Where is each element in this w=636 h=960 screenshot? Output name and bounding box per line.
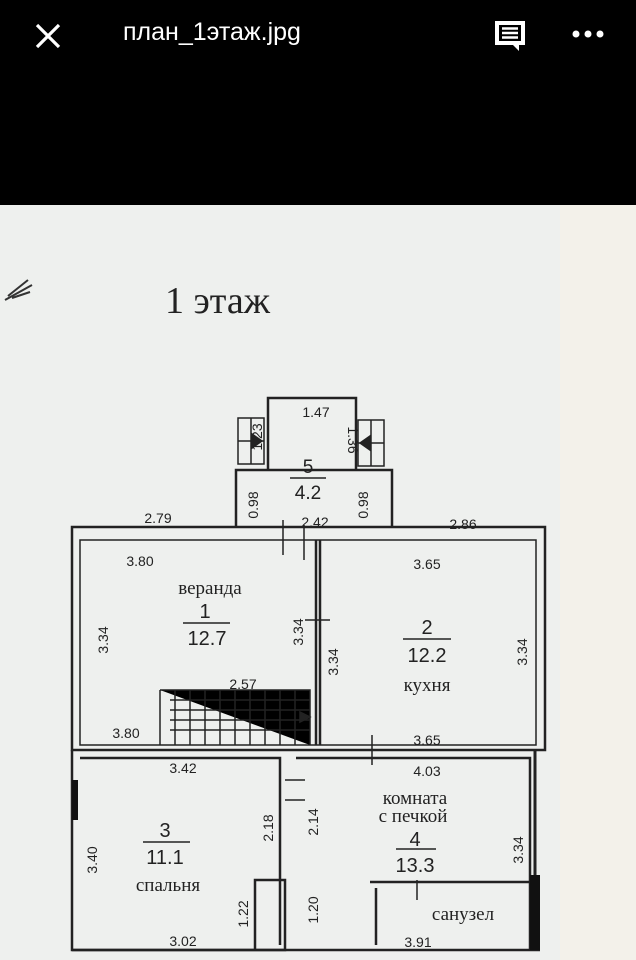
stairs — [159, 689, 312, 745]
dimension: 4.03 — [413, 763, 440, 779]
dimension: 3.80 — [126, 553, 153, 569]
dimension: 3.34 — [510, 836, 526, 863]
room-number: 5 — [303, 457, 314, 478]
dimension: 3.34 — [514, 638, 530, 665]
room-area: 12.7 — [188, 628, 227, 650]
porch-stairs — [237, 417, 385, 467]
dimension: 2.79 — [144, 510, 171, 526]
room-number: 3 — [159, 820, 170, 842]
dimension: 3.91 — [404, 934, 431, 950]
dimension: 3.65 — [413, 556, 440, 572]
room-number: 2 — [421, 617, 432, 639]
dimension: 1.47 — [302, 404, 329, 420]
file-title: план_1этаж.jpg — [123, 18, 301, 46]
more-horizontal-icon[interactable] — [570, 22, 606, 46]
dimension: 3.34 — [290, 618, 306, 645]
room-name: веранда — [178, 578, 242, 599]
dimension: 3.02 — [169, 933, 196, 949]
dimension: 3.42 — [169, 760, 196, 776]
dimension: 1.20 — [305, 896, 321, 923]
viewer-toolbar: план_1этаж.jpg — [0, 0, 636, 205]
dimension: 1.22 — [235, 900, 251, 927]
room-name: санузел — [432, 904, 495, 925]
dimension: 3.34 — [95, 626, 111, 653]
dimension: 2.57 — [229, 676, 256, 692]
plan-heading: 1 этаж — [165, 280, 271, 322]
dimension: 3.80 — [112, 725, 139, 741]
close-icon[interactable] — [32, 20, 64, 52]
floor-plan-image: 1 этаж 1.47 1.23 1.36 0.98 0.98 2.42 2.7… — [0, 205, 636, 960]
room-area: 12.2 — [408, 645, 447, 667]
dimension: 3.40 — [84, 846, 100, 873]
dimension: 3.65 — [413, 732, 440, 748]
dimension: 3.34 — [325, 648, 341, 675]
dimension: 2.14 — [305, 808, 321, 835]
room-area: 4.2 — [295, 483, 321, 504]
comment-icon[interactable] — [492, 18, 528, 54]
room-name: комната — [383, 788, 448, 809]
room-number: 1 — [199, 601, 210, 623]
room-area: 11.1 — [146, 847, 183, 869]
dimension: 0.98 — [245, 491, 261, 518]
north-arrow-icon — [4, 279, 33, 301]
dimension: 2.42 — [301, 514, 328, 530]
dimension: 2.18 — [260, 814, 276, 841]
dimension: 0.98 — [355, 491, 371, 518]
room-name: с печкой — [379, 806, 448, 827]
dimension: 1.23 — [249, 423, 265, 450]
room-number: 4 — [409, 829, 420, 851]
dimension: 1.36 — [345, 426, 361, 453]
dimension: 2.86 — [449, 516, 476, 532]
room-name: спальня — [136, 875, 201, 896]
room-name: кухня — [404, 675, 451, 696]
room-area: 13.3 — [396, 855, 435, 877]
